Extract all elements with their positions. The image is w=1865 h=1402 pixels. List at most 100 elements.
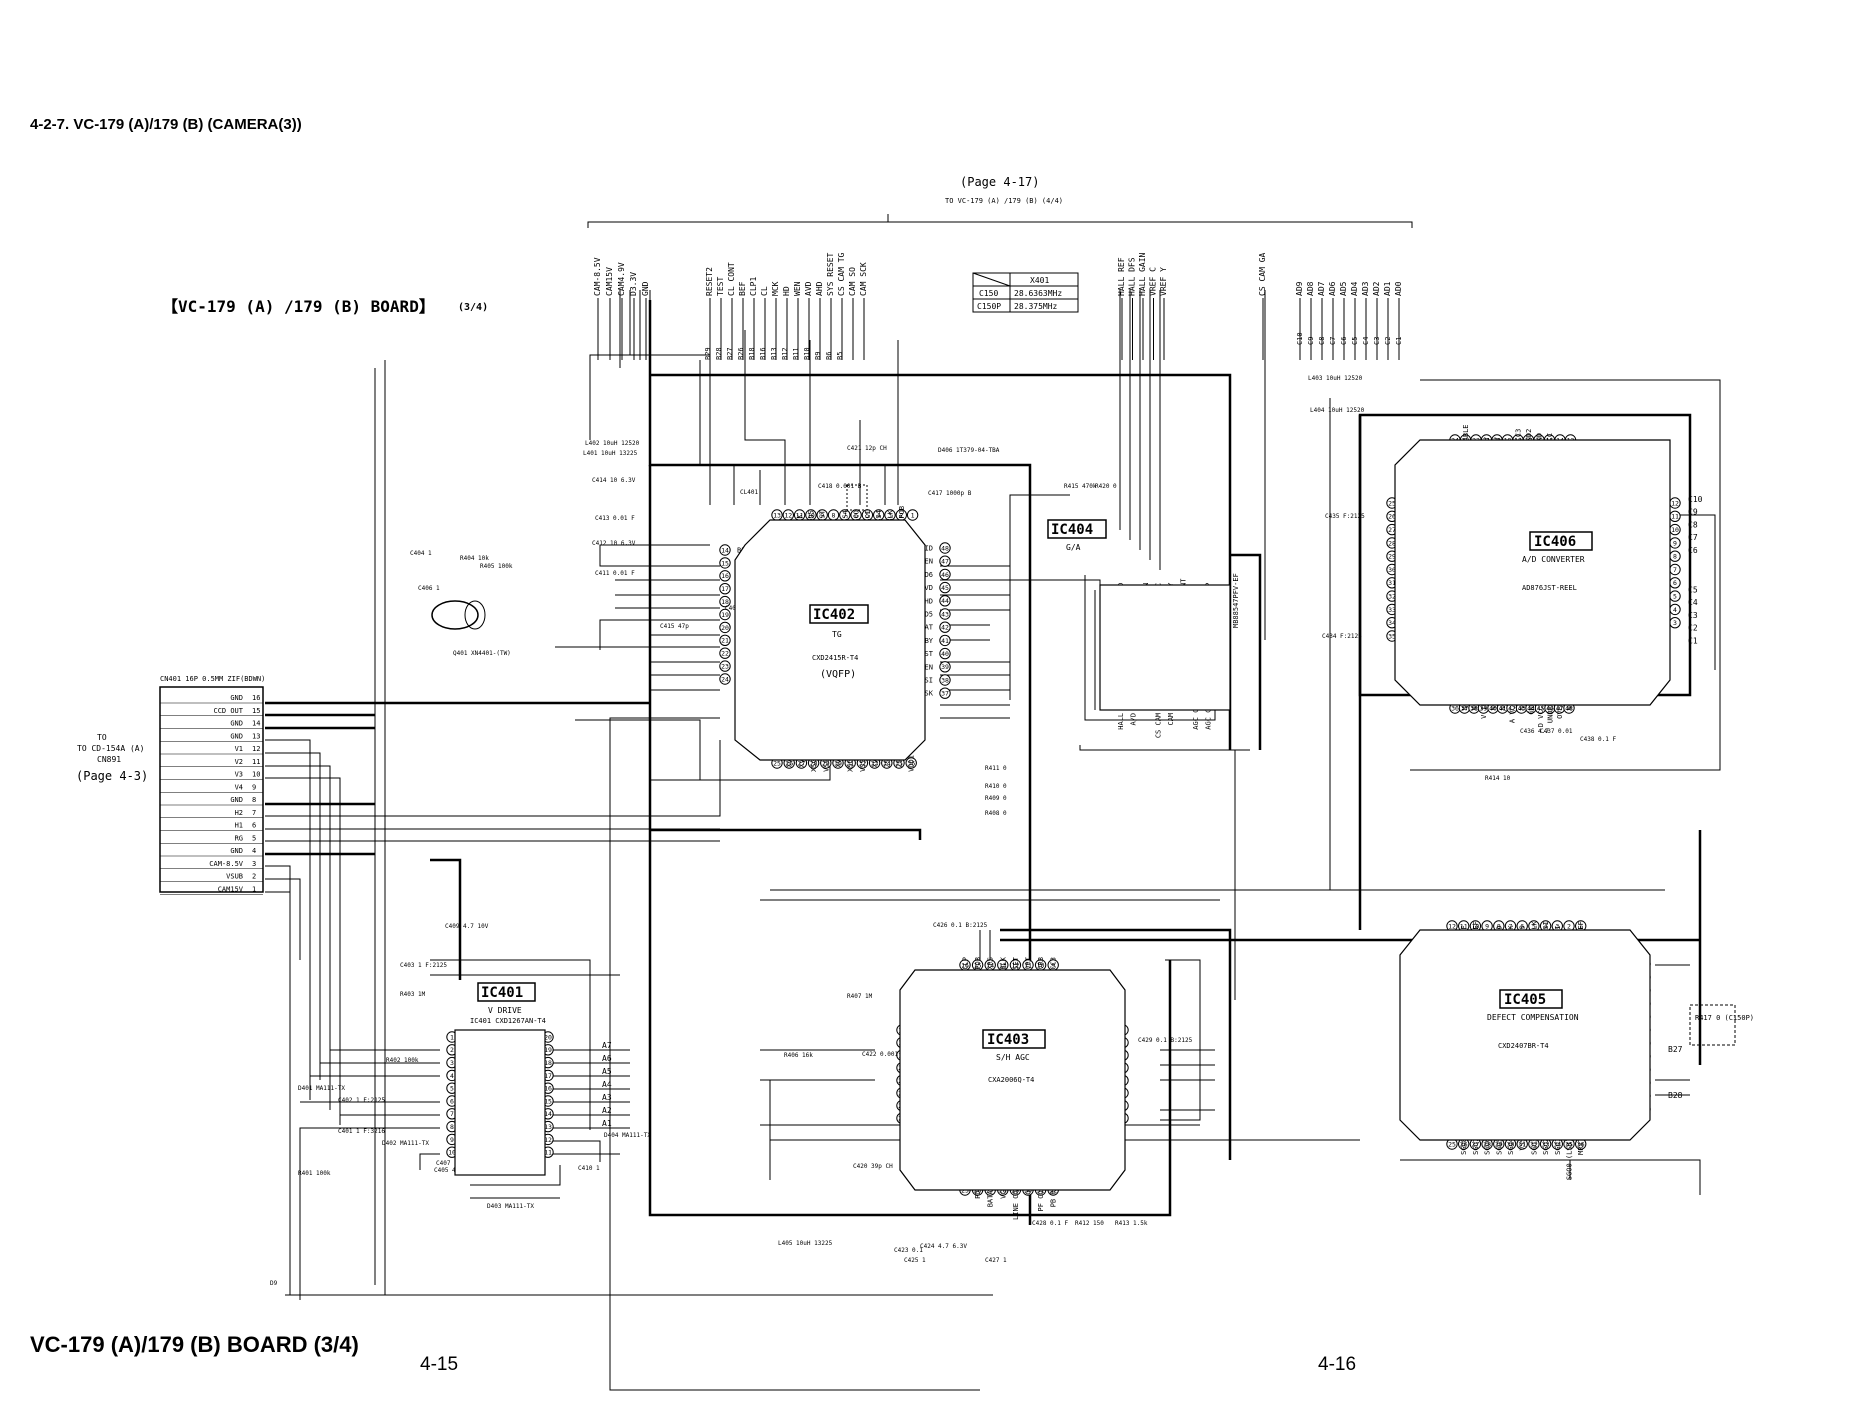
ic402-bottom_pins-26: 26: [785, 759, 793, 767]
top-signal-top_signals_group2-3: BEF: [738, 281, 747, 296]
component-20: R420 0: [1095, 483, 1117, 490]
component-38: C402 1 F:2125: [338, 1097, 385, 1104]
ic406-pin-5: 5: [1673, 593, 1677, 601]
bus-b-top-12: B5: [836, 352, 844, 360]
connector-pin-num-7: 7: [252, 809, 256, 817]
connector-pin-num-4: 4: [252, 847, 256, 855]
top-signal-top_signals_group3-2: HALL GAIN: [1138, 252, 1147, 296]
ic406-bottom_labels-5: A VCC: [1509, 702, 1517, 723]
component-44: C410 1: [578, 1165, 600, 1172]
ic402-pin-38: 38: [941, 676, 949, 684]
ic402-top_labels-5: VSS4: [841, 510, 849, 527]
ic402-pin-43: 43: [941, 610, 949, 618]
ic402-pin-44-circle: [939, 595, 951, 607]
component-54: C424 4.7 6.3V: [920, 1243, 967, 1250]
ic404-bottom_labels-2: A/D REF: [1130, 696, 1138, 726]
ic406-pin-3: 3: [1673, 619, 1677, 627]
ic403-bottom_labels-1: BATAIN: [987, 1182, 995, 1207]
ic405-top_pins-8: 8: [1497, 922, 1501, 930]
ic402-bottom_pins-27: 27: [797, 759, 805, 767]
bus-b-top-3: B26: [737, 347, 745, 360]
ic403-ref: IC403: [987, 1032, 1029, 1048]
ic401-ref: IC401: [481, 985, 523, 1001]
ic402-bottom_labels-4: XV3: [835, 755, 843, 768]
ic405-top_pins-6: 6: [1520, 922, 1524, 930]
ic402-pin-39: 39: [941, 663, 949, 671]
component-7: C413 0.01 F: [595, 515, 635, 522]
ic402-bottom_pins-33: 33: [871, 759, 879, 767]
component-0: L401 10uH 13225: [583, 450, 638, 457]
component-53: C423 0.1: [894, 1247, 923, 1254]
ic405-bottom_pins-35: 35: [1565, 1140, 1573, 1148]
top-signal-top_signals_group2-5: CL: [760, 286, 769, 296]
ic406-bottom_pins-36: 36: [1451, 704, 1459, 712]
ic405-bus-1: B28: [1668, 1091, 1683, 1100]
ic406-bottom_pins-38: 38: [1470, 704, 1478, 712]
ic402-top_pins-8: 8: [832, 511, 836, 519]
ic401-pin-13: 13: [544, 1123, 552, 1131]
connector-pin-label-13: GND: [230, 732, 243, 740]
ic406-bottom_pins-48: 48: [1565, 704, 1573, 712]
ic402-pin-41: 41: [941, 637, 949, 645]
ic405-top_pins-10: 10: [1471, 922, 1479, 930]
connector-pin-num-5: 5: [252, 834, 256, 842]
ic402-pin-22: 22: [721, 650, 729, 658]
bus-c-top-1: C9: [1307, 337, 1315, 345]
ic405-bottom_labels-6: SGO3: [1530, 1138, 1538, 1155]
ic405-bottom_pins-36: 36: [1577, 1140, 1585, 1148]
ic402-pin-19: 19: [721, 611, 729, 619]
top-signal-top_signals_group3-1: HALL DFS: [1128, 257, 1137, 296]
top-signal-top_signals_group2-4: CLP1: [749, 277, 758, 296]
board-footer-title: VC-179 (A)/179 (B) BOARD (3/4): [30, 1332, 359, 1357]
ic405-func: DEFECT COMPENSATION: [1487, 1013, 1579, 1022]
ic405-bottom_labels-9: SGO0 (LSB): [1566, 1138, 1574, 1180]
top-signal-top_signals_group2-0: RESET2: [705, 267, 714, 296]
component-36: R402 100k: [386, 1057, 419, 1064]
bus-c-top-4: C6: [1340, 337, 1348, 345]
r417-box: [1689, 1004, 1736, 1046]
ic402-top_labels-10: CLPOB: [898, 506, 906, 527]
connector-pin-label-16: GND: [230, 694, 243, 702]
component-39: C401 1 F:3216: [338, 1128, 385, 1135]
page-number-left: 4-15: [420, 1354, 459, 1375]
component-43: C405 4.7: [434, 1167, 463, 1174]
ic405-label: IC405 DEFECT COMPENSATION CXD2407BR-T4: [1487, 989, 1579, 1050]
crystal-row-2-ref: C150P: [977, 302, 1001, 311]
ic406-top_labels-1: XENABLE: [1462, 424, 1470, 454]
top-signal-top_signals_group1-1: CAM15V: [605, 267, 614, 296]
ic403-top_pins-14: 14: [986, 961, 994, 969]
ic401-pin-5: 5: [450, 1085, 454, 1093]
ic406-pin-4: 4: [1673, 606, 1677, 614]
ic403-func: S/H AGC: [996, 1053, 1030, 1062]
top-signal-top_signals_group1-0: CAM-8.5V: [593, 257, 602, 296]
component-23: C435 F:2125: [1325, 513, 1365, 520]
component-47: C426 0.1 B:2125: [933, 922, 988, 929]
ic406-pin-27: 27: [1388, 526, 1396, 534]
connector-pin-num-10: 10: [252, 771, 260, 779]
ic404-body: [1099, 584, 1231, 711]
ic402-pin-label-47: WEN: [920, 558, 933, 566]
ic406-bottom_pins-47: 47: [1556, 704, 1564, 712]
ic402-pin-45-circle: [939, 581, 951, 594]
ic402-pin-45: 45: [941, 584, 949, 592]
bus-c-top-6: C4: [1362, 337, 1370, 345]
ic402-pin-label-40: RST: [920, 650, 933, 658]
ic402-pin-48-circle: [939, 542, 951, 554]
ic405-top_pins-11: 11: [1460, 922, 1468, 930]
ic405-bottom_labels-10: MRST: [1577, 1137, 1585, 1155]
ic402-bottom_labels-7: XV4: [871, 755, 879, 768]
connector-pin-num-16: 16: [252, 694, 260, 702]
ic406-bus-3: C7: [1688, 533, 1698, 542]
ic402-bottom_labels-9: ZSN: [896, 755, 904, 768]
ic403-label: IC403 S/H AGC CXA2006Q-T4: [982, 1029, 1046, 1084]
ic402-pin-40-circle: [939, 647, 951, 660]
ic402-pin-label-39: SEN: [920, 663, 933, 671]
ic403-part: CXA2006Q-T4: [988, 1076, 1034, 1084]
ic402-pin-47-circle: [939, 555, 951, 567]
top-signal-top_signals_group4-0: CS CAM GA: [1258, 252, 1267, 296]
bus-b-top-8: B11: [792, 347, 800, 360]
ic401-pin-15: 15: [544, 1097, 552, 1105]
ic401-pin-3: 3: [450, 1059, 454, 1067]
ic403-top_pins-13: 13: [999, 961, 1007, 969]
ic406-pin-30: 30: [1388, 566, 1396, 574]
